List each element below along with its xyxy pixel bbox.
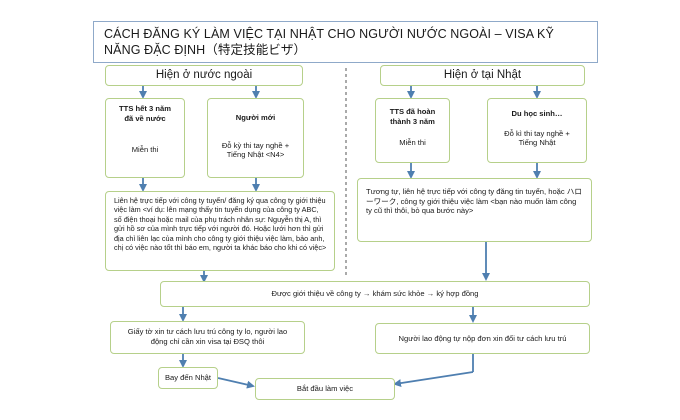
- tts-returned-title: TTS hết 3 năm đã về nước: [119, 104, 171, 123]
- student-body: Đỗ kì thi tay nghề + Tiếng Nhật: [504, 128, 570, 148]
- box-papers: Giấy tờ xin tư cách lưu trú công ty lo, …: [110, 321, 305, 354]
- papers-text: Giấy tờ xin tư cách lưu trú công ty lo, …: [127, 327, 288, 346]
- new-worker-body: Đỗ kỳ thi tay nghề + Tiếng Nhật <N4>: [221, 140, 290, 160]
- box-start: Bắt đầu làm việc: [255, 378, 395, 400]
- box-fly: Bay đến Nhật: [158, 367, 218, 389]
- start-text: Bắt đầu làm việc: [296, 384, 354, 393]
- title-box: CÁCH ĐĂNG KÝ LÀM VIỆC TẠI NHẬT CHO NGƯỜI…: [93, 21, 598, 63]
- diagram-title: CÁCH ĐĂNG KÝ LÀM VIỆC TẠI NHẬT CHO NGƯỜI…: [104, 27, 554, 57]
- tts-completed-body: Miễn thi: [399, 138, 426, 148]
- box-new-worker: Người mới Đỗ kỳ thi tay nghề + Tiếng Nhậ…: [207, 98, 304, 178]
- box-contact-japan: Tương tự, liên hệ trực tiếp với công ty …: [357, 178, 592, 242]
- header-abroad-label: Hiện ở nước ngoài: [155, 69, 253, 81]
- tts-completed-title: TTS đã hoàn thành 3 năm: [389, 107, 436, 126]
- header-abroad: Hiện ở nước ngoài: [105, 65, 303, 86]
- box-tts-completed: TTS đã hoàn thành 3 năm Miễn thi: [375, 98, 450, 163]
- tts-returned-body: Miễn thi: [131, 145, 159, 155]
- box-tts-returned: TTS hết 3 năm đã về nước Miễn thi: [105, 98, 185, 178]
- box-contact-abroad: Liên hệ trực tiếp với công ty tuyển/ đăn…: [105, 191, 335, 271]
- fly-text: Bay đến Nhật: [164, 373, 211, 382]
- student-title: Du học sinh…: [511, 109, 563, 118]
- box-student: Du học sinh… Đỗ kì thi tay nghề + Tiếng …: [487, 98, 587, 163]
- box-intro: Được giới thiệu về công ty → khám sức kh…: [160, 281, 590, 307]
- apply-text: Người lao động tự nộp đơn xin đổi tư các…: [398, 334, 567, 343]
- contact-japan-text: Tương tự, liên hệ trực tiếp với công ty …: [366, 187, 582, 216]
- intro-text: Được giới thiệu về công ty → khám sức kh…: [271, 289, 479, 298]
- box-apply: Người lao động tự nộp đơn xin đổi tư các…: [375, 323, 590, 354]
- header-in-japan-label: Hiện ở tại Nhật: [443, 69, 522, 81]
- contact-abroad-text: Liên hệ trực tiếp với công ty tuyển/ đăn…: [114, 196, 327, 253]
- header-in-japan: Hiện ở tại Nhật: [380, 65, 585, 86]
- new-worker-title: Người mới: [235, 113, 276, 122]
